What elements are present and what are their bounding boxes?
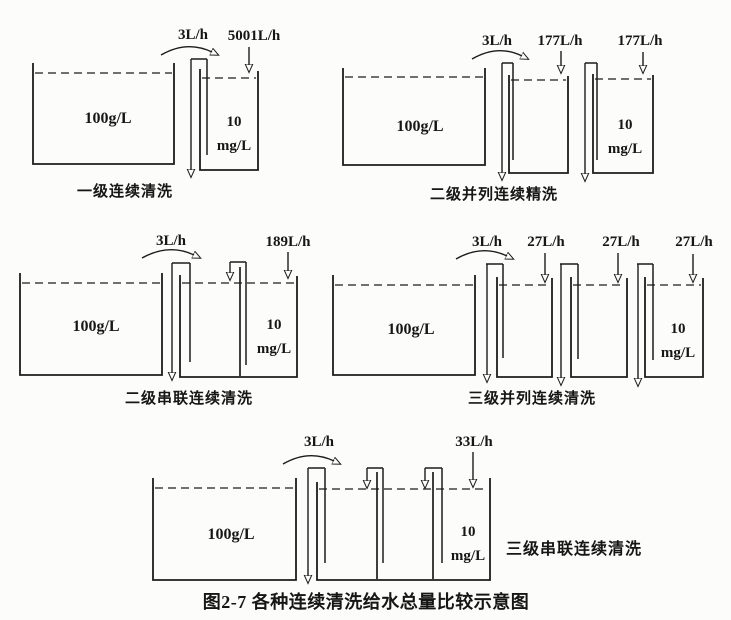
overflow-tube [308, 467, 326, 563]
rinse-concentration-label: 10 mg/L [608, 113, 642, 161]
overflow-tube-3 [637, 263, 654, 360]
overflow-tube-1 [502, 62, 514, 160]
rinse-tank-outline [199, 69, 259, 171]
inflow-label: 5001L/h [227, 28, 281, 44]
inflow-label: 27L/h [675, 234, 713, 250]
transfer-tube [230, 261, 247, 365]
inflow-label: 177L/h [537, 33, 583, 49]
rinse-concentration-unit: mg/L [216, 138, 252, 154]
drag-out-flow-label: 3L/h [155, 233, 187, 249]
diagram-three-stage-serial-art [152, 452, 491, 581]
diagram-title: 一级连续清洗 [76, 184, 174, 200]
transfer-tube-2 [425, 467, 443, 563]
transfer-tube-1 [367, 467, 384, 563]
source-tank-outline [152, 478, 297, 581]
drag-out-arc-arrow [471, 50, 522, 59]
rinse-concentration-label: 10 mg/L [257, 313, 291, 361]
inflow-label: 189L/h [265, 234, 311, 250]
diagram-single-stage-art [32, 46, 259, 171]
drag-out-flow-label: 3L/h [303, 434, 335, 450]
diagram-title: 三级串联连续清洗 [505, 541, 643, 558]
diagram-two-stage-parallel-art [342, 50, 654, 174]
rinse-concentration-value: 10 [266, 317, 282, 333]
diagram-title: 二级串联连续清洗 [124, 391, 254, 407]
diagram-title: 三级并列连续清洗 [467, 391, 597, 407]
drag-out-flow-label: 3L/h [481, 33, 513, 49]
drag-out-flow-label: 3L/h [177, 27, 209, 43]
rinse-concentration-value: 10 [226, 114, 242, 130]
overflow-tube [191, 58, 208, 155]
rinse-tank-2-outline [592, 74, 654, 174]
figure-caption: 图2-7 各种连续清洗给水总量比较示意图 [202, 592, 530, 612]
source-concentration-label: 100g/L [387, 321, 435, 338]
overflow-tube-2 [585, 62, 598, 160]
rinse-tank-3-outline [644, 277, 704, 378]
diagram-title: 二级并列连续精洗 [429, 187, 559, 203]
drag-out-arc-arrow [282, 455, 334, 464]
drag-out-flow-label: 3L/h [471, 234, 503, 250]
diagram-two-stage-serial-art [19, 249, 298, 378]
source-tank-outline [32, 63, 175, 165]
rinse-concentration-label: 10 mg/L [217, 110, 251, 158]
overflow-tube-2 [560, 263, 579, 359]
rinse-tank-1-outline [508, 75, 569, 174]
inflow-label: 177L/h [617, 33, 663, 49]
rinse-tank-2-outline [570, 277, 628, 378]
rinse-tank-outline [316, 478, 491, 581]
rinse-concentration-unit: mg/L [607, 141, 643, 157]
inflow-label: 27L/h [527, 234, 565, 250]
rinse-concentration-label: 10 mg/L [451, 520, 485, 568]
source-concentration-label: 100g/L [207, 526, 255, 543]
source-tank-outline [19, 273, 163, 376]
rinse-concentration-value: 10 [460, 524, 476, 540]
overflow-tube-1 [486, 263, 504, 358]
rinse-tank-outline [179, 275, 298, 378]
drag-out-arc-arrow [160, 46, 212, 55]
inflow-label: 33L/h [455, 434, 493, 450]
rinse-concentration-unit: mg/L [450, 548, 486, 564]
rinse-concentration-value: 10 [670, 321, 686, 337]
source-concentration-label: 100g/L [84, 110, 132, 127]
drag-out-arc-arrow [141, 249, 194, 258]
rinse-concentration-value: 10 [617, 117, 633, 133]
source-concentration-label: 100g/L [396, 118, 444, 135]
source-concentration-label: 100g/L [72, 318, 120, 335]
drag-out-arc-arrow [455, 250, 507, 259]
rinse-concentration-label: 10 mg/L [661, 317, 695, 365]
rinse-concentration-unit: mg/L [256, 341, 292, 357]
overflow-tube [172, 262, 191, 362]
rinse-concentration-unit: mg/L [660, 345, 696, 361]
source-tank-outline [342, 68, 486, 166]
source-tank-outline [332, 275, 476, 376]
inflow-label: 27L/h [602, 234, 640, 250]
rinse-tank-1-outline [496, 277, 553, 378]
diagram-three-stage-parallel-art [332, 250, 704, 379]
